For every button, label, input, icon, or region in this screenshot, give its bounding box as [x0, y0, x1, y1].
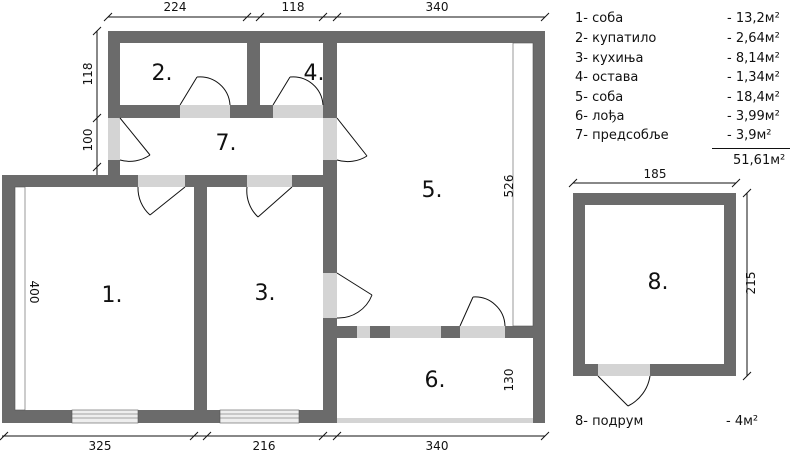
dim-bottom-216: 216: [253, 439, 276, 453]
wall-bottom-1a: [2, 410, 72, 423]
wall-bottom-1b: [138, 410, 220, 423]
wall-1-3: [194, 175, 207, 423]
legend-label-1: 1- соба: [575, 11, 624, 26]
legend-area-3: - 8,14м²: [727, 51, 780, 66]
wall-left-lower: [2, 175, 15, 423]
dimension-lines: [0, 12, 752, 441]
legend-area-2: - 2,64м²: [727, 31, 780, 46]
window-room-3: [219, 409, 300, 424]
window-room-1: [71, 409, 139, 424]
dim-top-224: 224: [164, 0, 187, 14]
legend-area-5: - 18,4м²: [727, 90, 780, 105]
legend-row-4: 4- остава - 1,34м²: [575, 70, 790, 90]
legend-total: 51,61м²: [733, 153, 786, 168]
wall-4-bottom-a: [260, 105, 273, 118]
window-room-1-left: [14, 186, 26, 411]
cellar-wall-bottom-a: [573, 364, 598, 376]
dim-cellar-215: 215: [744, 272, 758, 295]
cellar-wall-bottom-b: [650, 364, 736, 376]
dim-cellar-185: 185: [644, 167, 667, 181]
room-4-number: 4.: [304, 61, 325, 86]
dim-top-118: 118: [282, 0, 305, 14]
openings: [108, 105, 650, 423]
legend-row-1: 1- соба - 13,2м²: [575, 11, 790, 31]
dim-left-118: 118: [81, 63, 95, 86]
wall-left-upper: [108, 31, 120, 118]
room-2-number: 2.: [152, 61, 173, 86]
dim-room5-526: 526: [502, 175, 516, 198]
legend-row-3: 3- кухиња - 8,14м²: [575, 51, 790, 71]
legend-label-3: 3- кухиња: [575, 51, 644, 66]
legend-label-5: 5- соба: [575, 90, 624, 105]
cellar-wall-right: [724, 193, 736, 376]
wall-5-6-a: [337, 326, 357, 338]
dim-bottom-340: 340: [426, 439, 449, 453]
room-7-number: 7.: [216, 131, 237, 156]
wall-3-5-a: [323, 175, 337, 273]
wall-2-bottom-a: [108, 105, 180, 118]
walls: [2, 31, 736, 423]
wall-7-left-lower: [108, 160, 120, 175]
legend-area-1: - 13,2м²: [727, 11, 780, 26]
room-8-number: 8.: [648, 270, 669, 295]
dim-top-340: 340: [426, 0, 449, 14]
wall-1-top-a: [2, 175, 138, 187]
cellar-label: 8- подрум: [575, 414, 644, 429]
legend-area-7: - 3,9м²: [727, 128, 772, 143]
wall-right: [533, 31, 545, 423]
windows: [14, 42, 534, 424]
wall-bottom-3: [299, 410, 337, 423]
room-1-number: 1.: [102, 283, 123, 308]
room-3-number: 3.: [255, 281, 276, 306]
wall-3-5-b: [323, 318, 337, 423]
wall-5-6-c: [441, 326, 460, 338]
legend-area-6: - 3,99м²: [727, 109, 780, 124]
room-5-number: 5.: [422, 178, 443, 203]
cellar-wall-left: [573, 193, 585, 376]
legend-sum-line: [712, 148, 790, 149]
legend-row-6: 6- лођа - 3,99м²: [575, 109, 790, 129]
wall-4-5-upper: [323, 31, 337, 118]
doors: [119, 76, 651, 407]
dim-room1-400: 400: [27, 281, 41, 304]
window-room-5: [512, 42, 534, 327]
legend-label-6: 6- лођа: [575, 109, 625, 124]
cellar-wall-top: [573, 193, 736, 205]
wall-5-6-b: [370, 326, 390, 338]
wall-2-bottom-b: [230, 105, 260, 118]
legend-row-5: 5- соба - 18,4м²: [575, 90, 790, 110]
legend-row-7: 7- предсобље - 3,9м²: [575, 128, 790, 148]
wall-5-6-d: [505, 326, 545, 338]
dim-left-100: 100: [81, 129, 95, 152]
room-6-number: 6.: [425, 368, 446, 393]
legend-label-7: 7- предсобље: [575, 128, 669, 143]
legend-area-4: - 1,34м²: [727, 70, 780, 85]
legend-label-2: 2- купатило: [575, 31, 657, 46]
dim-room6-130: 130: [502, 369, 516, 392]
legend-label-4: 4- остава: [575, 70, 639, 85]
cellar-area: - 4м²: [726, 414, 759, 429]
legend-row-2: 2- купатило - 2,64м²: [575, 31, 790, 51]
wall-2-4: [247, 31, 260, 118]
dim-bottom-325: 325: [89, 439, 112, 453]
